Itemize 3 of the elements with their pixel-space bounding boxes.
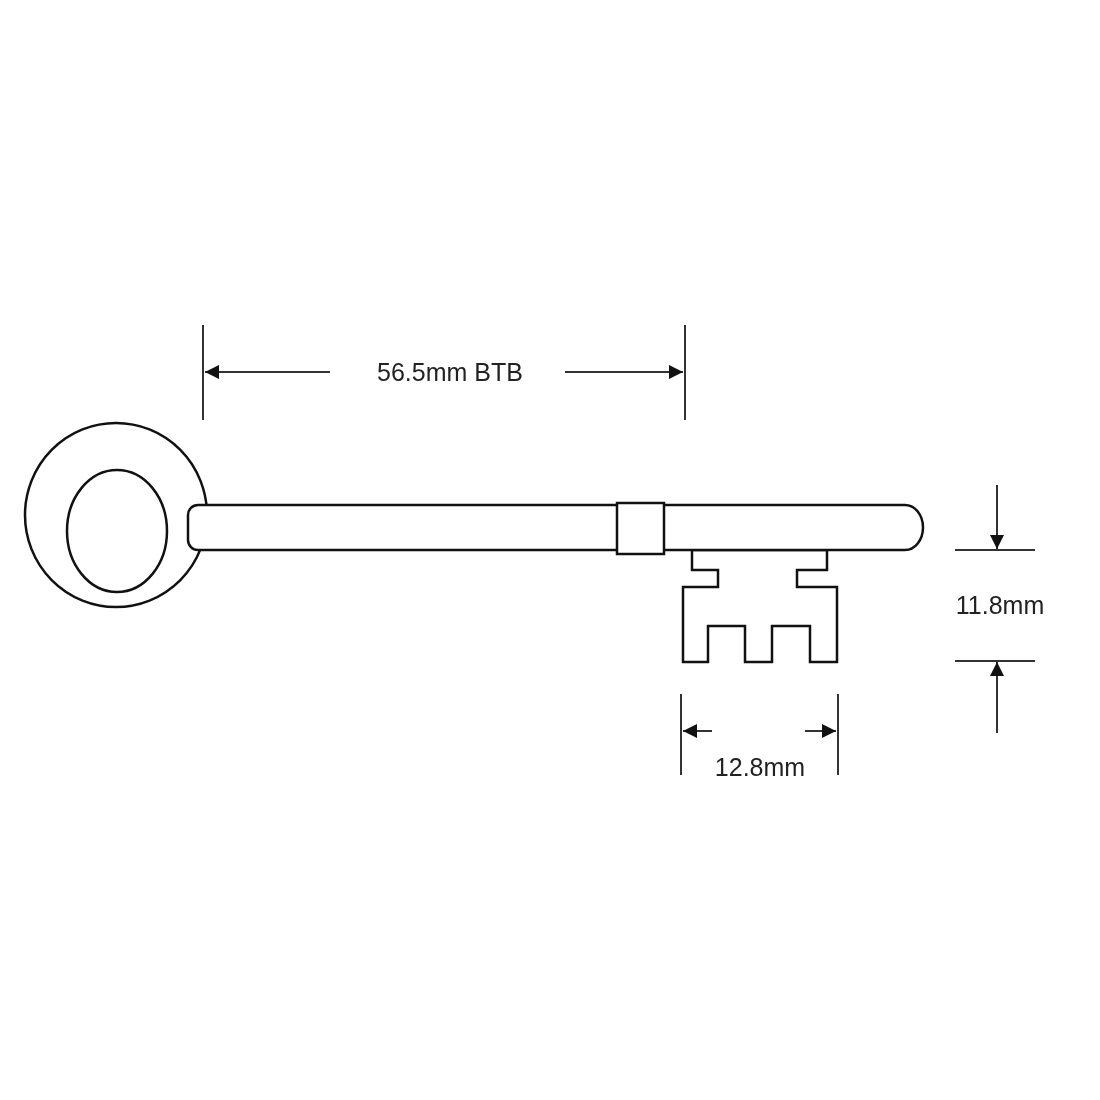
dimension-label: 12.8mm (714, 754, 806, 780)
dimension-label: 11.8mm (955, 592, 1045, 618)
dimension-label: 56.5mm BTB (377, 359, 523, 385)
